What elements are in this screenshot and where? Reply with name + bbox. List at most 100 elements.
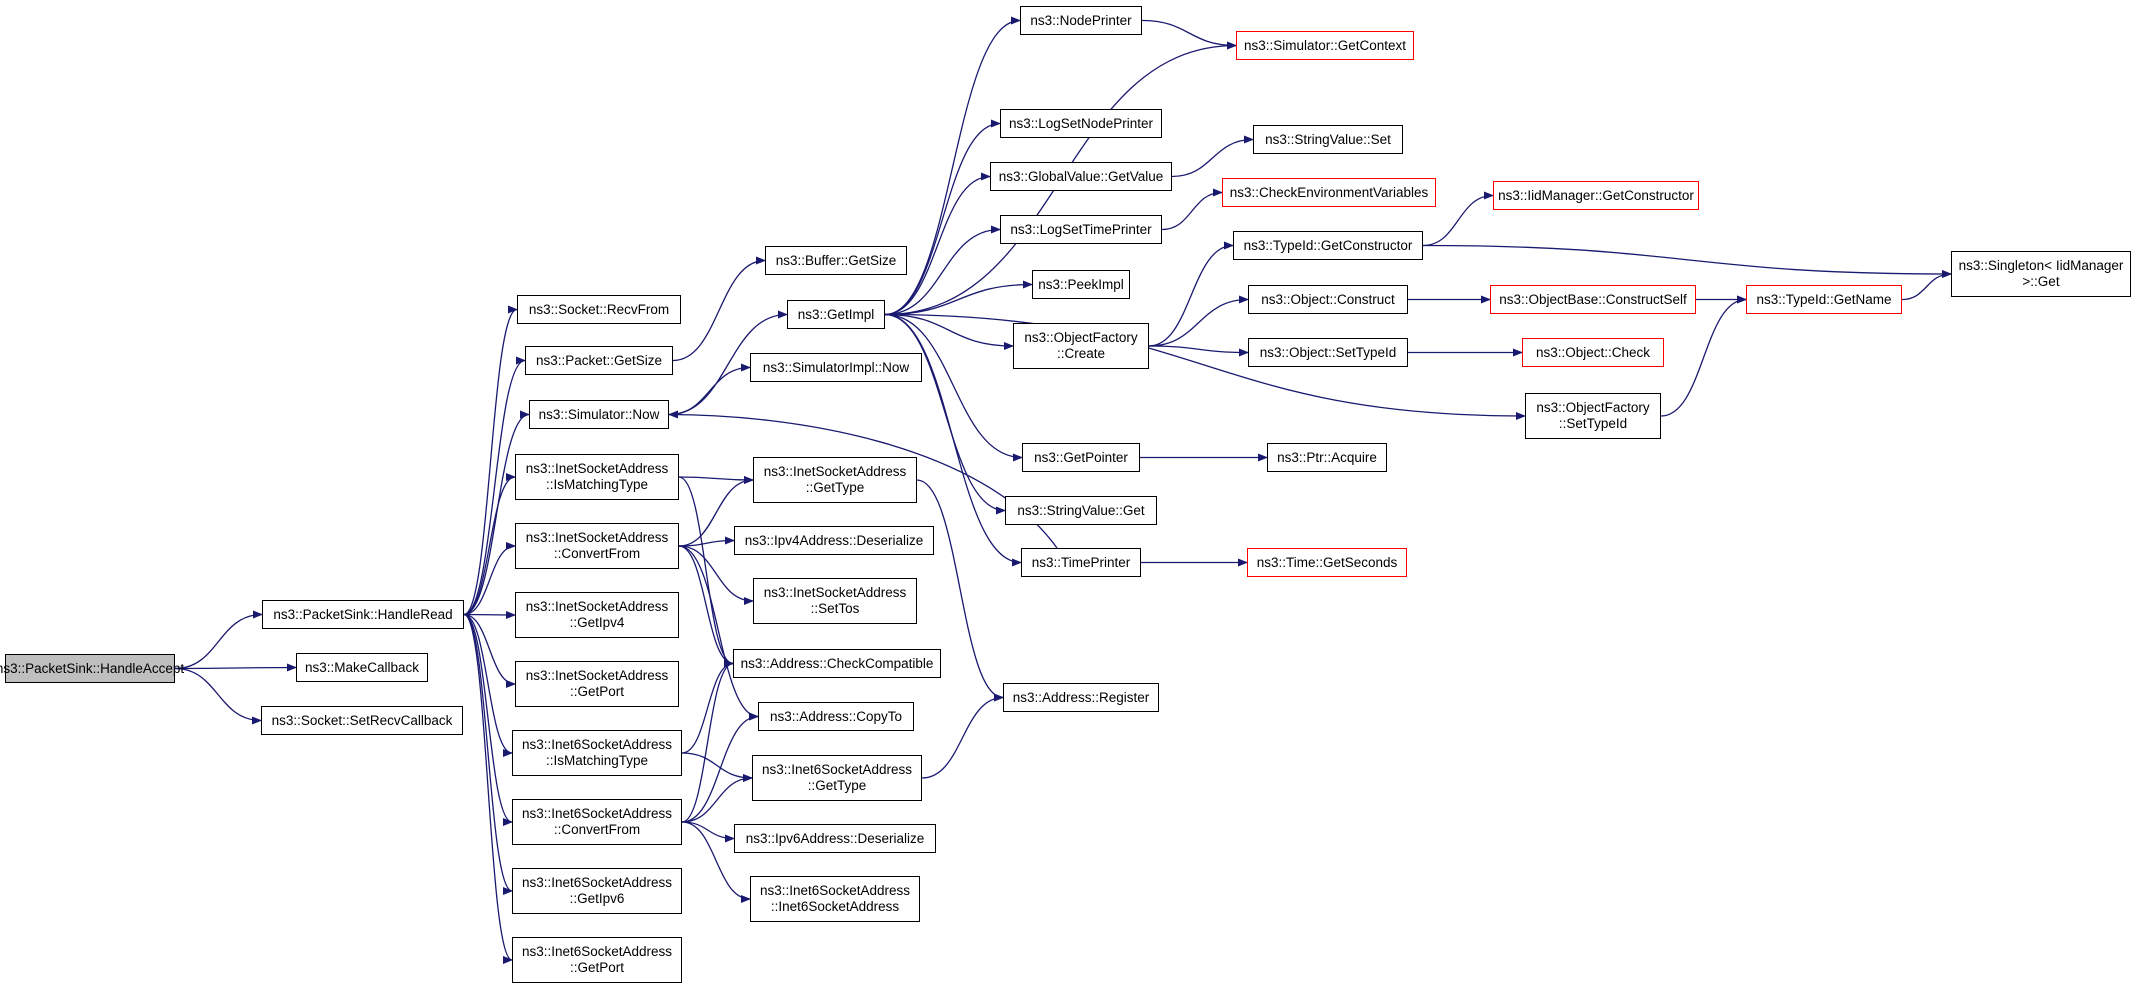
edge-handle-read-to-packet-get-size xyxy=(463,356,526,616)
node-inet6-get-port[interactable]: ns3::Inet6SocketAddress::GetPort xyxy=(512,937,682,983)
node-label: ns3::PeekImpl xyxy=(1038,276,1124,292)
node-object-construct[interactable]: ns3::Object::Construct xyxy=(1248,285,1408,314)
edge-handle-read-to-inet6-get-port xyxy=(463,613,513,964)
node-log-set-time-printer[interactable]: ns3::LogSetTimePrinter xyxy=(1000,215,1162,244)
edge-inet-convert-from-to-inet-get-type xyxy=(678,476,754,547)
node-of-set-typeid[interactable]: ns3::ObjectFactory::SetTypeId xyxy=(1525,393,1661,439)
node-inet-get-ipv4[interactable]: ns3::InetSocketAddress::GetIpv4 xyxy=(515,592,679,638)
node-time-get-seconds[interactable]: ns3::Time::GetSeconds xyxy=(1247,548,1407,577)
node-typeid-get-name[interactable]: ns3::TypeId::GetName xyxy=(1746,285,1902,314)
node-inet6-get-ipv6[interactable]: ns3::Inet6SocketAddress::GetIpv6 xyxy=(512,868,682,914)
edge-get-impl-to-time-printer xyxy=(884,313,1022,567)
node-ob-construct-self[interactable]: ns3::ObjectBase::ConstructSelf xyxy=(1490,285,1696,314)
node-label: ns3::Inet6SocketAddress xyxy=(759,883,911,898)
node-label: ns3::GetPointer xyxy=(1034,449,1128,465)
node-handle-read[interactable]: ns3::PacketSink::HandleRead xyxy=(262,600,464,629)
node-ipv4-deserialize[interactable]: ns3::Ipv4Address::Deserialize xyxy=(734,526,934,555)
node-inet6-convert-from[interactable]: ns3::Inet6SocketAddress::ConvertFrom xyxy=(512,799,682,845)
node-inet6-get-type[interactable]: ns3::Inet6SocketAddress::GetType xyxy=(752,755,922,801)
node-inet-set-tos[interactable]: ns3::InetSocketAddress::SetTos xyxy=(753,578,917,624)
node-label: ::Create xyxy=(1056,346,1106,361)
node-typeid-get-ctor[interactable]: ns3::TypeId::GetConstructor xyxy=(1233,231,1423,260)
node-make-callback[interactable]: ns3::MakeCallback xyxy=(296,653,428,682)
node-inet-convert-from[interactable]: ns3::InetSocketAddress::ConvertFrom xyxy=(515,523,679,569)
node-peek-impl[interactable]: ns3::PeekImpl xyxy=(1032,270,1130,299)
node-label: ::ConvertFrom xyxy=(553,546,641,561)
node-label: ns3::ObjectBase::ConstructSelf xyxy=(1499,291,1687,307)
node-label: ns3::Address::CheckCompatible xyxy=(740,655,934,671)
edge-packet-get-size-to-buffer-get-size xyxy=(672,256,766,362)
edge-inet6-convert-from-to-ipv6-deserialize xyxy=(681,821,735,843)
node-recv-from[interactable]: ns3::Socket::RecvFrom xyxy=(517,295,681,324)
node-sim-now[interactable]: ns3::Simulator::Now xyxy=(529,400,669,429)
edge-of-create-to-typeid-get-ctor xyxy=(1148,241,1234,347)
node-set-recv-callback[interactable]: ns3::Socket::SetRecvCallback xyxy=(261,706,463,735)
node-stringvalue-get[interactable]: ns3::StringValue::Get xyxy=(1005,496,1157,525)
node-label: ns3::Ipv4Address::Deserialize xyxy=(744,532,924,548)
node-get-pointer[interactable]: ns3::GetPointer xyxy=(1022,443,1140,472)
edge-get-impl-to-of-set-typeid xyxy=(884,313,1526,420)
edge-handle-accept-to-handle-read xyxy=(174,610,263,670)
node-label: ::Inet6SocketAddress xyxy=(770,899,900,914)
node-node-printer[interactable]: ns3::NodePrinter xyxy=(1020,6,1142,35)
edge-get-impl-to-log-set-node-printer xyxy=(884,119,1001,316)
node-label: ns3::PacketSink::HandleRead xyxy=(273,606,453,622)
node-ipv6-deserialize[interactable]: ns3::Ipv6Address::Deserialize xyxy=(734,824,936,853)
node-object-check[interactable]: ns3::Object::Check xyxy=(1522,338,1664,367)
node-inet-get-type[interactable]: ns3::InetSocketAddress::GetType xyxy=(753,457,917,503)
node-time-printer[interactable]: ns3::TimePrinter xyxy=(1021,548,1141,577)
node-stringvalue-set[interactable]: ns3::StringValue::Set xyxy=(1253,125,1403,154)
node-label: ns3::InetSocketAddress xyxy=(525,668,669,683)
node-of-create[interactable]: ns3::ObjectFactory::Create xyxy=(1013,323,1149,369)
node-inet6-is-matching[interactable]: ns3::Inet6SocketAddress::IsMatchingType xyxy=(512,730,682,776)
node-addr-check-compat[interactable]: ns3::Address::CheckCompatible xyxy=(733,649,941,678)
node-inet-is-matching[interactable]: ns3::InetSocketAddress::IsMatchingType xyxy=(515,454,679,500)
node-check-env-vars[interactable]: ns3::CheckEnvironmentVariables xyxy=(1222,178,1436,207)
node-sim-get-context[interactable]: ns3::Simulator::GetContext xyxy=(1236,31,1414,60)
edge-inet-convert-from-to-inet-set-tos xyxy=(678,545,754,605)
edge-get-impl-to-gv-get-value xyxy=(884,172,991,316)
node-label: ns3::SimulatorImpl::Now xyxy=(762,359,910,375)
edge-gv-get-value-to-stringvalue-set xyxy=(1171,135,1254,178)
node-label: ns3::InetSocketAddress xyxy=(763,585,907,600)
node-label: ::SetTypeId xyxy=(1558,416,1628,431)
node-packet-get-size[interactable]: ns3::Packet::GetSize xyxy=(525,346,673,375)
node-inet-get-port[interactable]: ns3::InetSocketAddress::GetPort xyxy=(515,661,679,707)
node-label: ns3::Simulator::Now xyxy=(538,406,660,422)
node-label: ::SetTos xyxy=(810,601,860,616)
node-label: ns3::Buffer::GetSize xyxy=(775,252,897,268)
node-label: ::GetPort xyxy=(569,960,625,975)
edge-typeid-get-ctor-to-singleton-get xyxy=(1422,244,1952,278)
node-ptr-acquire[interactable]: ns3::Ptr::Acquire xyxy=(1267,443,1387,472)
edge-typeid-get-name-to-singleton-get xyxy=(1901,270,1952,301)
node-label: ns3::Inet6SocketAddress xyxy=(521,944,673,959)
node-simimpl-now[interactable]: ns3::SimulatorImpl::Now xyxy=(750,353,922,382)
node-label: ::GetType xyxy=(807,778,867,793)
edge-sim-now-to-simimpl-now xyxy=(668,363,751,416)
edge-handle-read-to-inet6-convert-from xyxy=(463,613,513,826)
edge-inet6-convert-from-to-inet6-ctor xyxy=(681,821,751,903)
node-label: ns3::Inet6SocketAddress xyxy=(521,737,673,752)
node-get-impl[interactable]: ns3::GetImpl xyxy=(787,300,885,329)
node-label: ns3::Object::Construct xyxy=(1261,291,1395,307)
node-label: ns3::Singleton< IidManager xyxy=(1958,258,2124,273)
node-buffer-get-size[interactable]: ns3::Buffer::GetSize xyxy=(765,246,907,275)
node-addr-copy-to[interactable]: ns3::Address::CopyTo xyxy=(758,702,914,731)
node-log-set-node-printer[interactable]: ns3::LogSetNodePrinter xyxy=(1000,109,1162,138)
edge-handle-read-to-inet-convert-from xyxy=(463,542,516,616)
node-addr-register[interactable]: ns3::Address::Register xyxy=(1003,683,1159,712)
node-object-set-typeid[interactable]: ns3::Object::SetTypeId xyxy=(1248,338,1408,367)
edge-handle-accept-to-make-callback xyxy=(174,663,297,672)
node-label: ns3::GetImpl xyxy=(797,306,875,322)
node-iid-get-ctor[interactable]: ns3::IidManager::GetConstructor xyxy=(1493,181,1699,210)
node-gv-get-value[interactable]: ns3::GlobalValue::GetValue xyxy=(990,162,1172,191)
node-singleton-get[interactable]: ns3::Singleton< IidManager >::Get xyxy=(1951,251,2131,297)
edge-handle-read-to-recv-from xyxy=(463,305,518,616)
node-label: ns3::MakeCallback xyxy=(304,659,420,675)
node-label: ::ConvertFrom xyxy=(553,822,641,837)
edge-handle-accept-to-set-recv-callback xyxy=(174,667,262,725)
node-inet6-ctor[interactable]: ns3::Inet6SocketAddress::Inet6SocketAddr… xyxy=(750,876,920,922)
node-label: ns3::Address::CopyTo xyxy=(769,708,903,724)
node-label: ::GetPort xyxy=(569,684,625,699)
node-handle-accept: ns3::PacketSink::HandleAccept xyxy=(0,654,184,683)
